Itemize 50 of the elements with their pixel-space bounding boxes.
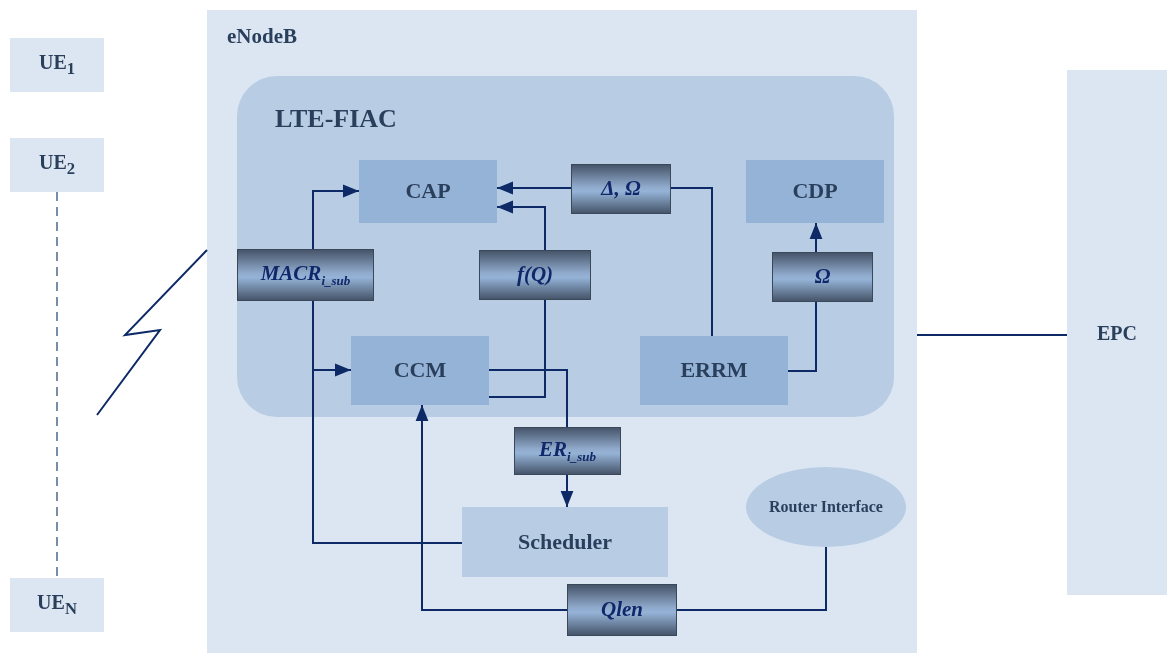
- box-label: UE$_{2}$: [38, 151, 76, 179]
- connector-line: [787, 301, 817, 372]
- signal-label: MACR$_{i_sub}$: [260, 261, 351, 289]
- box-label: CCM: [393, 358, 447, 383]
- connector-line: [916, 334, 1068, 336]
- arrow: [560, 474, 574, 508]
- arrow: [496, 200, 546, 251]
- group-title: eNodeB: [227, 25, 297, 49]
- signal-box: [571, 164, 671, 214]
- signal-box: [237, 249, 374, 301]
- arrow: [312, 300, 352, 377]
- box-label: EPC: [1097, 321, 1137, 344]
- dashed-line: [56, 191, 58, 579]
- signal-label: Δ, Ω: [601, 177, 641, 201]
- arrow: [809, 222, 823, 253]
- arrow: [496, 181, 572, 195]
- box-label: Router Interface: [769, 498, 883, 516]
- group-panel: [237, 76, 894, 417]
- arrow: [415, 404, 568, 611]
- process-box: [10, 138, 104, 192]
- signal-box: [479, 250, 591, 300]
- signal-label: Qlen: [601, 598, 643, 622]
- signal-box: [514, 427, 621, 475]
- wireless-link: [96, 249, 208, 416]
- signal-label: ER$_{i_sub}$: [539, 437, 596, 465]
- connector-line: [670, 187, 713, 337]
- group-panel: [207, 10, 917, 653]
- arrow: [312, 184, 360, 250]
- signal-box: [567, 584, 677, 636]
- process-box: [462, 507, 668, 577]
- box-label: CAP: [405, 179, 451, 204]
- box-label: Scheduler: [517, 529, 613, 555]
- connector-line: [488, 369, 568, 428]
- process-box: [640, 336, 788, 405]
- process-box: [359, 160, 497, 223]
- signal-label: f(Q): [516, 263, 554, 287]
- signal-box: [772, 252, 873, 302]
- box-label: ERRM: [680, 358, 748, 383]
- connector-line: [676, 546, 827, 611]
- process-box: [1067, 70, 1167, 595]
- process-box: [351, 336, 489, 405]
- box-label: CDP: [792, 179, 838, 204]
- process-box: [10, 578, 104, 632]
- group-title: LTE-FIAC: [275, 105, 397, 134]
- signal-label: Ω: [814, 265, 831, 289]
- process-box: [746, 160, 884, 223]
- box-label: UE$_{1}$: [38, 51, 76, 79]
- connector-line: [488, 299, 546, 398]
- box-label: UE$_{N}$: [37, 591, 77, 619]
- process-box: [10, 38, 104, 92]
